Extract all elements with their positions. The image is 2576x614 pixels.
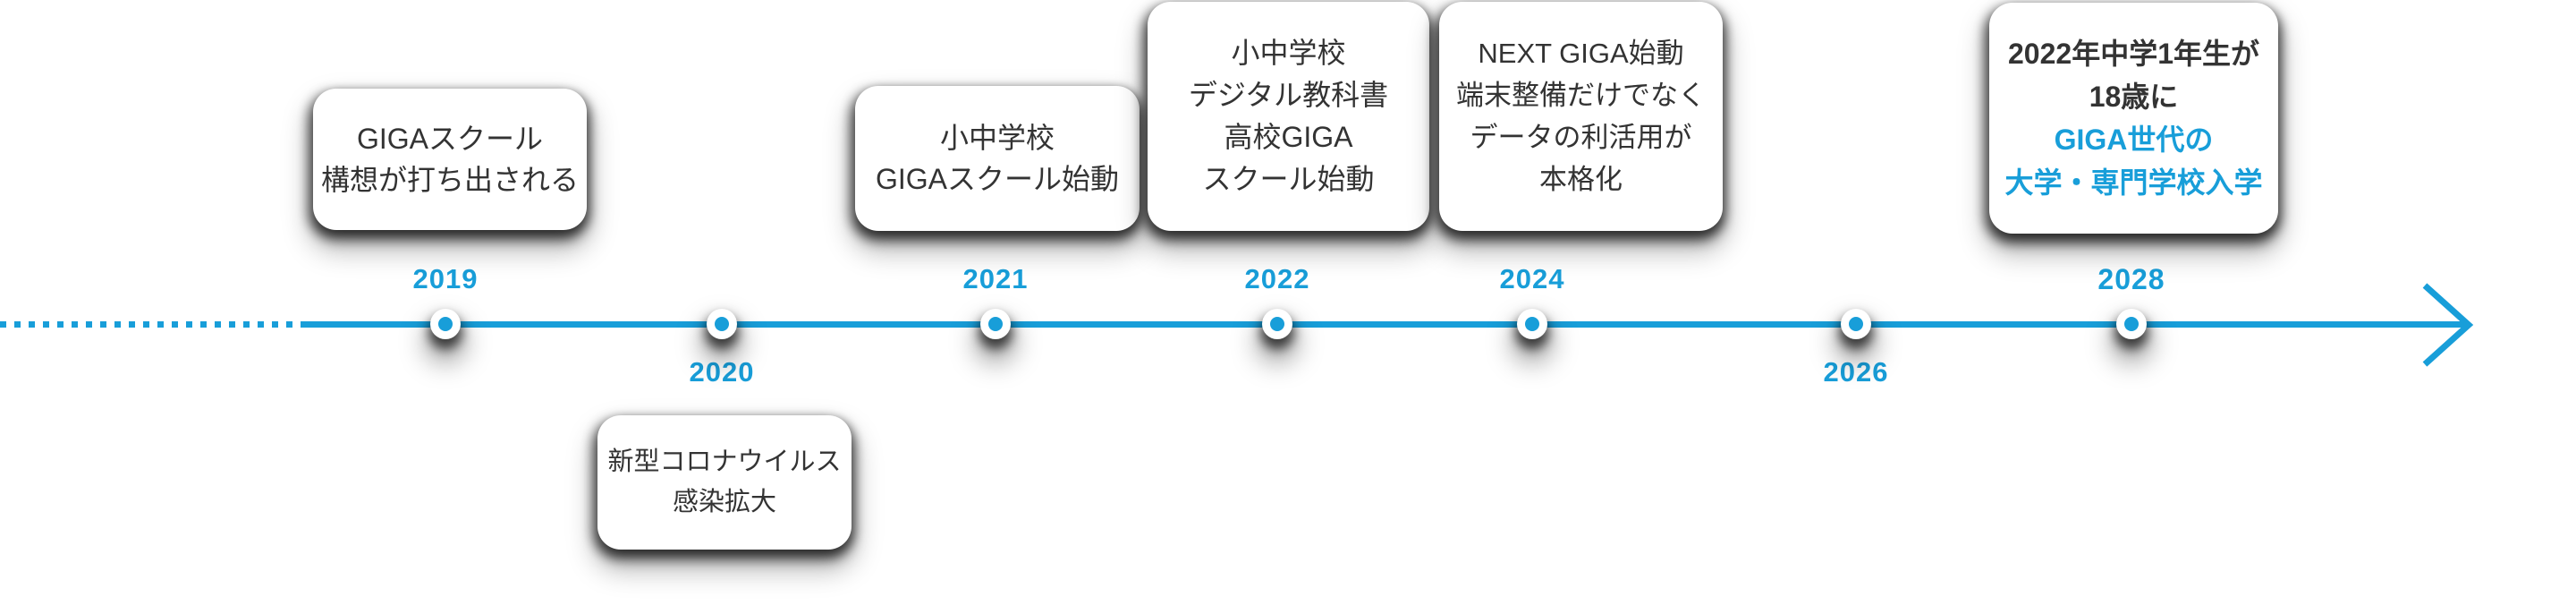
callout-line: 構想が打ち出される bbox=[320, 164, 579, 196]
callout-2022: 小中学校 デジタル教科書 高校GIGA スクール始動 bbox=[1148, 2, 1429, 231]
timeline-dot-2026 bbox=[1841, 309, 1871, 339]
callout-line: NEXT GIGA始動 bbox=[1478, 38, 1684, 69]
year-label-2021: 2021 bbox=[962, 263, 1029, 294]
callout-2019: GIGAスクール 構想が打ち出される bbox=[313, 89, 587, 230]
callout-line: 本格化 bbox=[1539, 164, 1623, 195]
timeline-dot-2019 bbox=[430, 309, 461, 339]
year-label-2026: 2026 bbox=[1823, 356, 1889, 388]
timeline-dot-2020 bbox=[707, 309, 737, 339]
timeline-dotted-segment bbox=[0, 321, 304, 328]
callout-line: 感染拡大 bbox=[672, 488, 776, 516]
dot-core bbox=[988, 317, 1003, 331]
year-label-2019: 2019 bbox=[412, 263, 479, 294]
callout-line-highlight: GIGA世代の bbox=[2054, 124, 2214, 156]
callout-line: 新型コロナウイルス bbox=[607, 448, 842, 476]
dot-core bbox=[1525, 317, 1539, 331]
callout-line: 2022年中学1年生が bbox=[2008, 38, 2259, 70]
timeline-dot-2021 bbox=[980, 309, 1011, 339]
timeline-dot-2022 bbox=[1262, 309, 1292, 339]
callout-line: 18歳に bbox=[2089, 81, 2179, 113]
dot-core bbox=[715, 317, 729, 331]
callout-line: 小中学校 bbox=[939, 122, 1055, 154]
year-label-2020: 2020 bbox=[689, 356, 755, 388]
callout-line: データの利活用が bbox=[1470, 122, 1692, 153]
timeline-dot-2028 bbox=[2116, 309, 2147, 339]
callout-line: GIGAスクール bbox=[356, 123, 544, 155]
callout-line: デジタル教科書 bbox=[1188, 79, 1389, 111]
callout-line-highlight: 大学・専門学校入学 bbox=[2004, 166, 2263, 199]
callout-2028: 2022年中学1年生が 18歳に GIGA世代の 大学・専門学校入学 bbox=[1989, 3, 2278, 234]
callout-2021: 小中学校 GIGAスクール始動 bbox=[855, 86, 1140, 231]
year-label-2022: 2022 bbox=[1244, 263, 1310, 294]
callout-line: GIGAスクール始動 bbox=[875, 163, 1120, 195]
callout-line: 端末整備だけでなく bbox=[1456, 80, 1706, 111]
dot-core bbox=[438, 317, 453, 331]
callout-2024: NEXT GIGA始動 端末整備だけでなく データの利活用が 本格化 bbox=[1439, 2, 1723, 231]
arrow-right-icon bbox=[2422, 283, 2474, 367]
callout-2020: 新型コロナウイルス 感染拡大 bbox=[597, 415, 852, 550]
dot-core bbox=[1270, 317, 1284, 331]
timeline-axis-line bbox=[301, 321, 2466, 328]
timeline-dot-2024 bbox=[1517, 309, 1547, 339]
year-label-2028: 2028 bbox=[2097, 263, 2165, 295]
callout-line: 高校GIGA bbox=[1224, 121, 1353, 153]
dot-core bbox=[1849, 317, 1863, 331]
callout-line: スクール始動 bbox=[1202, 163, 1375, 195]
dot-core bbox=[2124, 317, 2139, 331]
year-label-2024: 2024 bbox=[1499, 263, 1565, 294]
callout-line: 小中学校 bbox=[1231, 37, 1346, 69]
